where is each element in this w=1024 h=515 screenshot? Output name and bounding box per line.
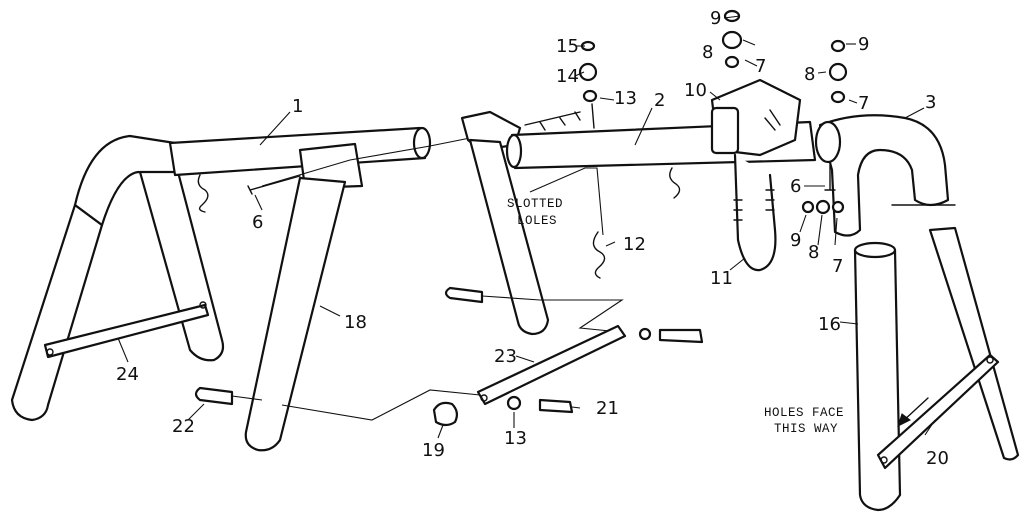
clamp-10-detail bbox=[764, 109, 781, 131]
callout-21: 21 bbox=[596, 398, 619, 419]
callout-7-top: 7 bbox=[755, 56, 766, 77]
callout-8-top: 8 bbox=[702, 42, 713, 63]
bolt-6-left bbox=[247, 175, 301, 195]
slotted-holes-leader bbox=[529, 167, 604, 236]
brace-23-hole bbox=[480, 394, 488, 402]
alignment-line-middle bbox=[481, 295, 624, 333]
callout-9-right: 9 bbox=[858, 34, 869, 55]
nut-13-bottom bbox=[506, 395, 522, 411]
callout-23: 23 bbox=[494, 346, 517, 367]
callout-10: 10 bbox=[684, 80, 707, 101]
callout-12: 12 bbox=[623, 234, 646, 255]
holes-face-arrowhead bbox=[897, 413, 911, 427]
diagram-notes: SLOTTED LOLES HOLES FACE THIS WAY bbox=[507, 197, 844, 436]
middle-leg bbox=[468, 138, 550, 336]
washer-8b bbox=[828, 62, 848, 82]
callout-22: 22 bbox=[172, 416, 195, 437]
cap-nut-9c bbox=[801, 200, 815, 214]
washer-8a bbox=[721, 30, 743, 50]
bolt-right-of-23 bbox=[658, 328, 704, 344]
callout-3: 3 bbox=[925, 92, 936, 113]
callout-6-left: 6 bbox=[252, 212, 263, 233]
brace-24-hole bbox=[46, 348, 54, 356]
brace-part-23 bbox=[476, 324, 627, 406]
hardware-top bbox=[578, 9, 848, 215]
left-a-frame bbox=[10, 126, 471, 452]
callout-13-top: 13 bbox=[614, 88, 637, 109]
bolt-upper-middle bbox=[444, 286, 484, 304]
swing-hook-middle bbox=[669, 167, 681, 199]
nut-7c bbox=[831, 200, 845, 214]
holes-face-note-line2: THIS WAY bbox=[774, 422, 838, 436]
left-inner-leg bbox=[138, 170, 225, 362]
callout-14: 14 bbox=[556, 66, 579, 87]
elbow-part-3 bbox=[818, 114, 950, 237]
brace-part-20 bbox=[876, 353, 1000, 470]
leg-16-top bbox=[853, 241, 897, 259]
alignment-line-bottom bbox=[281, 389, 481, 421]
slotted-holes-note-line2: LOLES bbox=[517, 214, 557, 228]
callout-18: 18 bbox=[344, 312, 367, 333]
hardware-bottom bbox=[194, 286, 704, 427]
callout-2: 2 bbox=[654, 90, 665, 111]
elbow-3-opening bbox=[814, 120, 842, 164]
callout-1: 1 bbox=[292, 96, 303, 117]
beam-2-left-end bbox=[505, 133, 523, 169]
callout-9-bottom: 9 bbox=[790, 230, 801, 251]
bolt-6-right bbox=[824, 164, 836, 191]
right-back-leg bbox=[928, 226, 1020, 461]
callout-8-bottom: 8 bbox=[808, 242, 819, 263]
bolt-22-line bbox=[231, 395, 263, 401]
u-bolt-part-11 bbox=[733, 153, 777, 272]
callout-6-right: 6 bbox=[790, 176, 801, 197]
callout-8-right: 8 bbox=[804, 64, 815, 85]
nut-13-top bbox=[582, 89, 598, 103]
alignment-line-left bbox=[261, 137, 471, 187]
cap-part-19 bbox=[432, 401, 459, 427]
top-rail-1-end bbox=[412, 126, 432, 160]
callout-24: 24 bbox=[116, 364, 139, 385]
u-bolt-threads bbox=[733, 189, 775, 221]
holes-face-note-line1: HOLES FACE bbox=[764, 406, 844, 420]
left-back-leg bbox=[10, 203, 104, 422]
leader-lines bbox=[117, 15, 936, 439]
brace-24-hole-2 bbox=[199, 301, 207, 309]
bolt-part-21 bbox=[538, 398, 574, 414]
nut-7b bbox=[830, 90, 846, 104]
callout-9-top: 9 bbox=[710, 8, 721, 29]
callout-19: 19 bbox=[422, 440, 445, 461]
callout-7-bottom: 7 bbox=[832, 256, 843, 277]
callout-11: 11 bbox=[710, 268, 733, 289]
top-rail-part-1 bbox=[168, 126, 427, 177]
front-leg-part-18 bbox=[244, 176, 347, 452]
swing-hook-left bbox=[197, 174, 209, 213]
clamp-assembly bbox=[710, 78, 802, 272]
callout-numbers: 1 2 3 6 6 7 7 7 8 8 8 9 9 9 10 11 12 13 … bbox=[116, 8, 949, 469]
cap-nut-9b bbox=[830, 39, 846, 53]
bolt-part-22 bbox=[194, 386, 234, 406]
hook-part-12 bbox=[592, 231, 606, 279]
stack-leader-13 bbox=[591, 103, 595, 129]
callout-13-bottom: 13 bbox=[504, 428, 527, 449]
clamp-10-side bbox=[710, 106, 740, 155]
nut-7a bbox=[724, 55, 740, 69]
beam-bolts bbox=[524, 111, 581, 131]
nut-right-of-23 bbox=[638, 327, 652, 341]
callout-16: 16 bbox=[818, 314, 841, 335]
callout-20: 20 bbox=[926, 448, 949, 469]
leg-part-16 bbox=[853, 248, 902, 512]
slotted-holes-note-line1: SLOTTED bbox=[507, 197, 563, 211]
brace-20-hole-2 bbox=[986, 356, 994, 364]
callout-7-right: 7 bbox=[858, 93, 869, 114]
washer-8c bbox=[815, 199, 831, 215]
callout-15: 15 bbox=[556, 36, 579, 57]
right-a-frame bbox=[814, 114, 1020, 512]
brace-20-hole bbox=[880, 456, 888, 464]
washer-14 bbox=[578, 62, 598, 82]
